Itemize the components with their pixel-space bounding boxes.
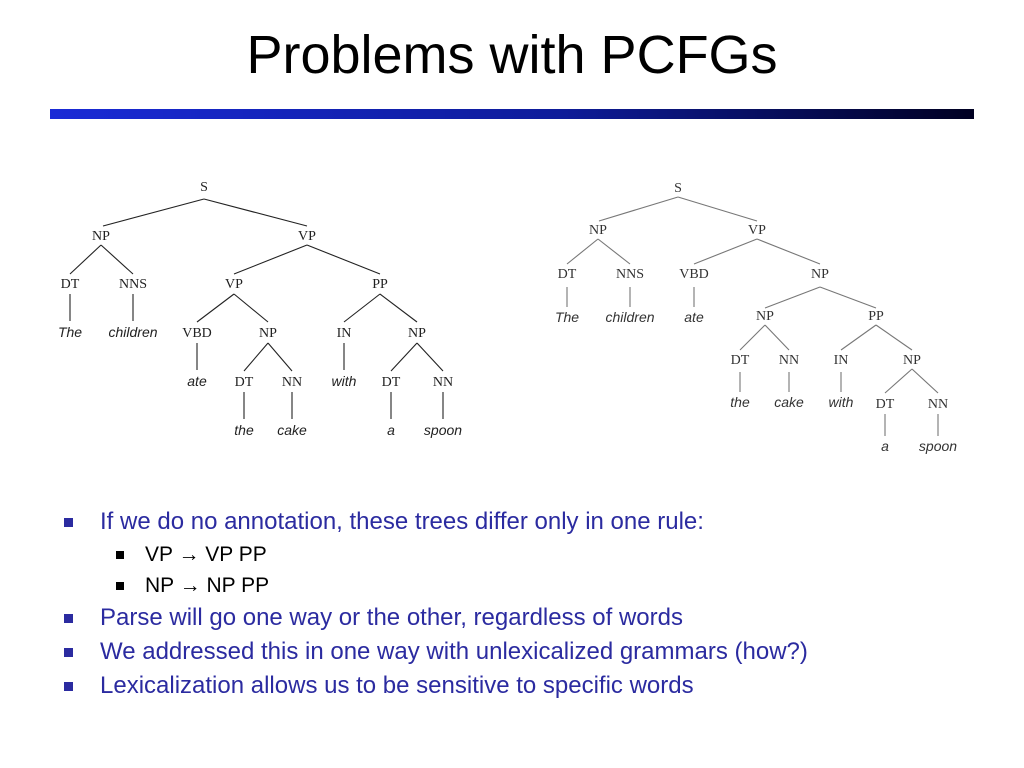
bullet-item: Parse will go one way or the other, rega… <box>60 603 1000 637</box>
bullet-text: If we do no annotation, these trees diff… <box>100 508 704 535</box>
node-VBD: VBD <box>679 267 709 282</box>
title-underline-bar <box>50 109 974 119</box>
word-The: The <box>58 324 82 340</box>
word-with: with <box>332 373 357 389</box>
node-NN-object: NN <box>282 375 302 390</box>
word-cake: cake <box>277 422 307 438</box>
node-NP: NP <box>589 223 607 238</box>
slide-title: Problems with PCFGs <box>246 25 778 85</box>
node-NNS: NNS <box>616 267 644 282</box>
square-bullet-icon <box>116 582 124 590</box>
square-bullet-icon <box>64 682 73 691</box>
word-with: with <box>829 394 854 410</box>
node-NP-object: NP <box>259 326 277 341</box>
square-bullet-icon <box>64 648 73 657</box>
word-the: the <box>234 422 254 438</box>
word-spoon: spoon <box>919 438 957 454</box>
node-NP-pp: NP <box>903 353 921 368</box>
square-bullet-icon <box>64 614 73 623</box>
word-children: children <box>605 309 654 325</box>
node-NP-object: NP <box>811 267 829 282</box>
node-IN: IN <box>337 326 352 341</box>
node-S: S <box>200 180 208 195</box>
sub-bullet-item: VP → VP PP <box>60 541 1000 572</box>
node-VP-inner: VP <box>225 277 243 292</box>
parse-tree-left: S NP VP DT NNS VP PP VBD NP IN NP DT NN … <box>58 180 462 438</box>
word-spoon: spoon <box>424 422 462 438</box>
node-DT-pp: DT <box>382 375 401 390</box>
sub-bullet-item: NP → NP PP <box>60 572 1000 603</box>
word-The: The <box>555 309 579 325</box>
word-ate: ate <box>684 309 704 325</box>
bullet-text: Parse will go one way or the other, rega… <box>100 604 683 631</box>
node-DT-object: DT <box>731 353 750 368</box>
node-NP-inner: NP <box>756 309 774 324</box>
node-DT: DT <box>558 267 577 282</box>
bullet-item: Lexicalization allows us to be sensitive… <box>60 671 1000 705</box>
square-bullet-icon <box>116 551 124 559</box>
node-IN: IN <box>834 353 849 368</box>
sub-bullet-text: VP → VP PP <box>145 543 267 566</box>
node-VBD: VBD <box>182 326 212 341</box>
word-children: children <box>108 324 157 340</box>
word-a: a <box>387 422 395 438</box>
bullet-item: We addressed this in one way with unlexi… <box>60 637 1000 671</box>
node-NN-pp: NN <box>928 397 948 412</box>
word-cake: cake <box>774 394 804 410</box>
bullet-text: We addressed this in one way with unlexi… <box>100 638 808 665</box>
node-DT-pp: DT <box>876 397 895 412</box>
node-DT: DT <box>61 277 80 292</box>
parse-tree-right: S NP VP DT NNS VBD NP NP PP DT NN IN NP … <box>555 181 957 454</box>
node-PP: PP <box>372 277 388 292</box>
node-NP-pp: NP <box>408 326 426 341</box>
node-DT-object: DT <box>235 375 254 390</box>
node-NNS: NNS <box>119 277 147 292</box>
node-PP: PP <box>868 309 884 324</box>
bullet-item: If we do no annotation, these trees diff… <box>60 507 1000 541</box>
node-NN-object: NN <box>779 353 799 368</box>
word-the: the <box>730 394 750 410</box>
node-NN-pp: NN <box>433 375 453 390</box>
word-ate: ate <box>187 373 207 389</box>
word-a: a <box>881 438 889 454</box>
bullet-text: Lexicalization allows us to be sensitive… <box>100 672 694 699</box>
node-S: S <box>674 181 682 196</box>
node-NP: NP <box>92 229 110 244</box>
node-VP: VP <box>748 223 766 238</box>
node-VP: VP <box>298 229 316 244</box>
sub-bullet-text: NP → NP PP <box>145 574 270 597</box>
bullet-list: If we do no annotation, these trees diff… <box>60 507 1000 705</box>
parse-trees-figure: S NP VP DT NNS VP PP VBD NP IN NP DT NN … <box>58 180 957 454</box>
square-bullet-icon <box>64 518 73 527</box>
